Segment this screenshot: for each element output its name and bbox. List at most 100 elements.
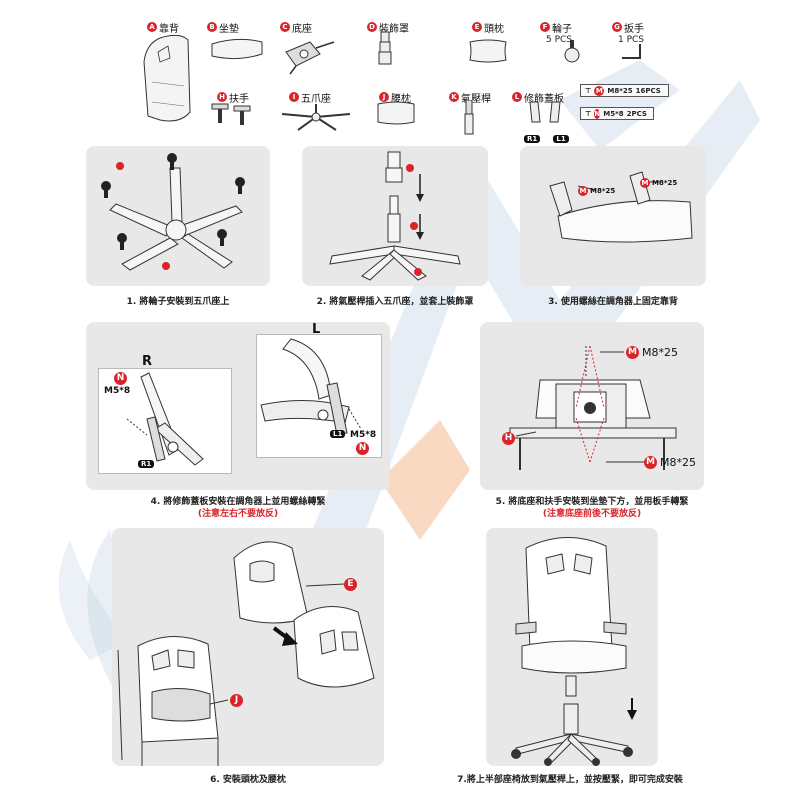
letter-badge: F	[540, 22, 550, 32]
screw-n-badge: N	[356, 442, 369, 455]
left-side-label: L	[312, 322, 321, 337]
armrest-h-badge: H	[502, 432, 515, 445]
part-name: 輪子	[552, 23, 572, 35]
right-adjuster-drawing	[126, 372, 204, 466]
step-1-panel	[86, 146, 270, 286]
step-6-caption: 6. 安裝頭枕及腰枕	[210, 775, 286, 785]
step-7-caption: 7.將上半部座椅放到氣壓桿上，並按壓緊，即可完成安裝	[457, 775, 683, 785]
step-4-note: (注意左右不要放反)	[197, 509, 279, 519]
base-armrest-attach-drawing	[509, 345, 677, 470]
letter-badge: C	[280, 22, 290, 32]
part-name: 裝飾罩	[379, 23, 409, 35]
step-6-panel: E J	[112, 528, 384, 766]
letter-badge: I	[289, 92, 299, 102]
screw-spec-right: M5*8	[104, 386, 131, 396]
part-name: 氣壓桿	[461, 93, 491, 105]
letter-badge: G	[612, 22, 622, 32]
step-5-note: (注意底座前後不要放反)	[542, 509, 642, 519]
screw-spec: M8*25	[607, 86, 633, 95]
letter-badge: M	[640, 178, 650, 188]
lumbar-pillow-drawing	[377, 101, 415, 125]
part-quantity: 1 PCS	[617, 34, 644, 45]
side-badge-r1: R1	[524, 135, 541, 143]
part-name: 頭枕	[484, 23, 504, 35]
step-1-caption: 1. 將輪子安裝到五爪座上	[126, 297, 230, 307]
cover-plate-drawing	[529, 101, 561, 123]
step-3-caption: 3. 使用螺絲在調角器上固定靠背	[548, 297, 678, 307]
five-star-base-drawing	[281, 104, 351, 131]
screw-list: ⊤ M M8*25 16PCS ⊤ N M5*8 2PCS	[580, 84, 669, 130]
side-badge-r1: R1	[138, 460, 155, 468]
letter-badge: E	[472, 22, 482, 32]
step-5-caption: 5. 將底座和扶手安裝到坐墊下方，並用板手轉緊	[495, 497, 689, 507]
screw-spec-label: M8*25	[652, 179, 678, 187]
final-assembly-drawing	[511, 537, 637, 766]
step-2-panel	[302, 146, 488, 286]
step-4-panel: R L N M5*8 R1 L1 M5*8 N	[86, 322, 390, 490]
lumbar-j-badge: J	[230, 694, 243, 707]
side-badge-l1: L1	[330, 430, 346, 438]
screw-spec-top: M8*25	[642, 346, 678, 359]
step-5-panel: M M8*25 H M M8*25	[480, 322, 704, 490]
screw-spec-label: M8*25	[590, 187, 616, 195]
headrest-lumbar-install-drawing	[117, 541, 375, 766]
screw-m-badge: M	[644, 456, 657, 469]
right-side-label: R	[142, 354, 153, 369]
chair-mechanism-drawing	[285, 41, 335, 75]
left-side-inset	[256, 334, 382, 458]
part-name: 修飾蓋板	[524, 93, 564, 105]
gas-lift-drawing	[464, 100, 474, 135]
screw-spec-bottom: M8*25	[660, 456, 696, 469]
right-side-inset	[98, 368, 232, 474]
letter-badge: B	[207, 22, 217, 32]
armrest-drawing	[211, 103, 251, 125]
screw-row: ⊤ N M5*8 2PCS	[580, 107, 654, 120]
screw-icon: ⊤	[585, 86, 592, 95]
left-adjuster-drawing	[260, 338, 362, 436]
letter-badge: D	[367, 22, 377, 32]
wheel-install-drawing	[101, 153, 245, 271]
step-2-caption: 2. 將氣壓桿插入五爪座，並套上裝飾罩	[316, 297, 474, 307]
part-name: 五爪座	[301, 93, 331, 105]
headrest-drawing	[469, 39, 507, 63]
part-name: 扶手	[229, 93, 249, 105]
decorative-cover-drawing	[378, 31, 392, 65]
letter-badge: K	[449, 92, 459, 102]
cover-plate-side-labels: R1 L1	[524, 126, 569, 145]
letter-badge: M	[578, 186, 588, 196]
side-badge-l1: L1	[553, 135, 569, 143]
screw-qty: 2PCS	[626, 109, 647, 118]
allen-wrench-drawing	[622, 44, 641, 59]
screw-row: ⊤ M M8*25 16PCS	[580, 84, 669, 97]
step-7-panel	[486, 528, 658, 766]
step-4-caption: 4. 將修飾蓋板安裝在調角器上並用螺絲轉緊	[150, 497, 326, 507]
headrest-e-badge: E	[344, 578, 357, 591]
letter-badge: N	[594, 108, 601, 119]
letter-badge: H	[217, 92, 227, 102]
screw-spec-left: M5*8	[350, 430, 377, 440]
part-name: 扳手	[624, 23, 644, 35]
part-name: 靠背	[159, 23, 179, 35]
part-quantity: 5 PCS	[545, 34, 572, 45]
screw-n-badge: N	[114, 372, 127, 385]
letter-badge: A	[147, 22, 157, 32]
backrest-attach-drawing	[549, 171, 693, 243]
part-name: 坐墊	[219, 23, 239, 35]
screw-spec: M5*8	[603, 109, 624, 118]
letter-badge: J	[379, 92, 389, 102]
letter-badge: M	[594, 85, 605, 96]
seat-cushion-drawing	[211, 38, 263, 60]
caster-wheel-drawing	[564, 40, 580, 63]
